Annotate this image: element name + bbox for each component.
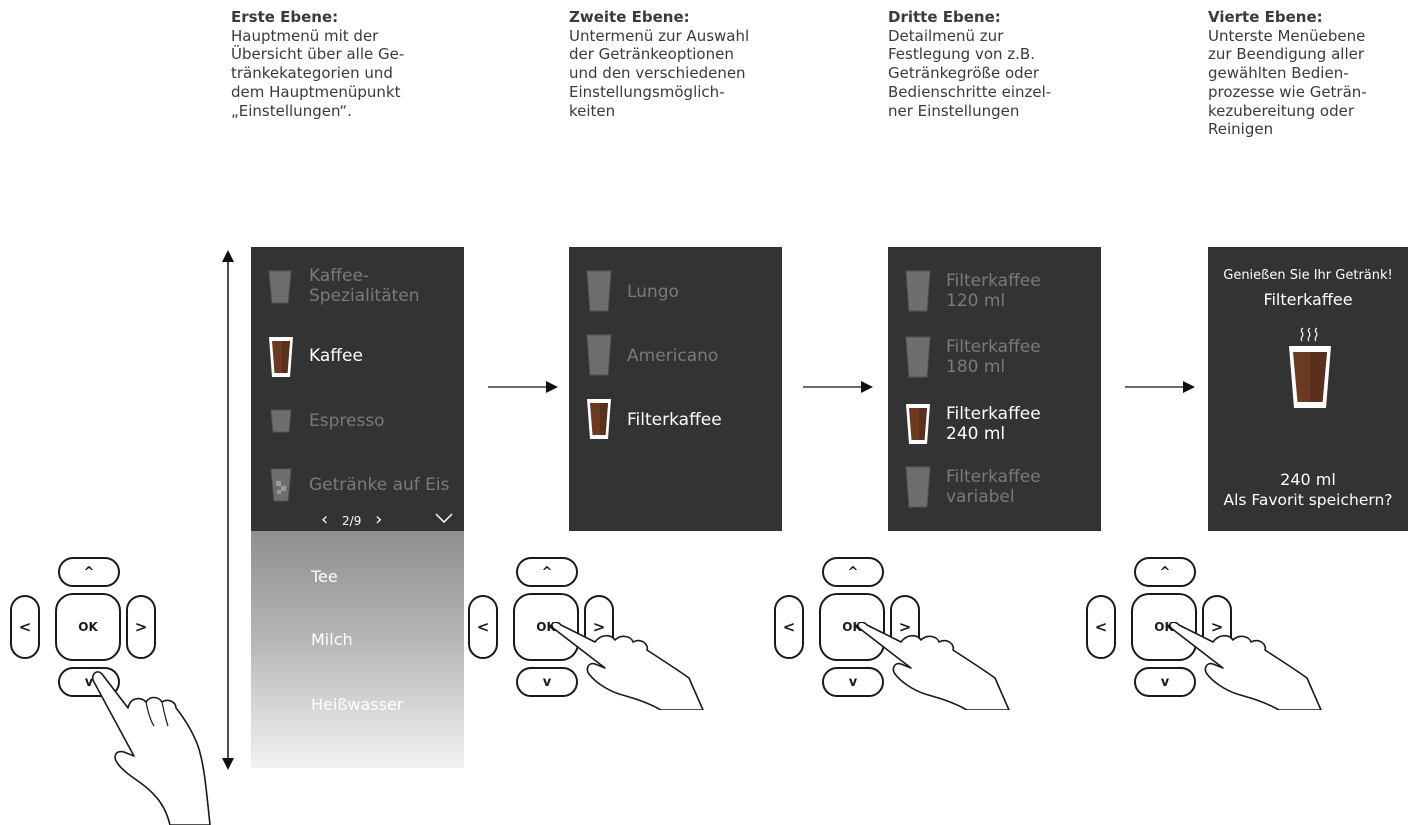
menu-item-label: Filterkaffee — [627, 410, 722, 430]
coffee-cup-icon — [1289, 346, 1331, 408]
drink-name: Filterkaffee — [1263, 290, 1353, 309]
menu-item-label: Espresso — [309, 411, 385, 431]
left-button[interactable]: < — [1086, 595, 1116, 659]
caption-title: Dritte Ebene: — [888, 8, 1001, 26]
keypad-1: ^ < OK > v — [8, 557, 168, 697]
screen-level-4: Genießen Sie Ihr Getränk! Filterkaffee 2… — [1208, 247, 1408, 531]
left-button[interactable]: < — [10, 595, 40, 659]
menu-item-filterkaffee-240[interactable]: Filterkaffee 240 ml — [888, 402, 1101, 452]
iced-drink-icon — [270, 468, 292, 502]
ok-button[interactable]: OK — [1131, 593, 1197, 661]
arrow-right-icon — [488, 381, 558, 393]
up-button[interactable]: ^ — [516, 557, 578, 587]
cup-icon — [905, 336, 931, 378]
volume-text: 240 ml — [1280, 470, 1336, 489]
cup-icon — [270, 409, 292, 433]
favorite-question[interactable]: Als Favorit speichern? — [1223, 491, 1393, 509]
menu-item-filterkaffee[interactable]: Filterkaffee — [569, 397, 782, 447]
caption-title: Zweite Ebene: — [569, 8, 690, 26]
cup-icon — [905, 270, 931, 312]
pager-page: 2/9 — [342, 514, 362, 528]
cup-icon — [905, 466, 931, 508]
menu-item-label: Kaffee — [309, 346, 363, 366]
right-button[interactable]: > — [126, 595, 156, 659]
cup-icon — [586, 270, 612, 312]
down-button[interactable]: v — [516, 667, 578, 697]
menu-item-label: Kaffee- Spezialitäten — [309, 266, 420, 306]
pager-prev-icon[interactable]: ‹ — [321, 509, 329, 530]
ok-button[interactable]: OK — [513, 593, 579, 661]
pointing-hand-icon — [551, 622, 704, 710]
hidden-item: Tee — [311, 567, 338, 586]
pointing-hand-icon — [1169, 622, 1322, 710]
menu-item-kaffee[interactable]: Kaffee — [251, 335, 464, 385]
caption-text: Hauptmenü mit der Übersicht über alle Ge… — [231, 26, 405, 120]
screen-level-3: Filterkaffee 120 ml Filterkaffee 180 ml … — [888, 247, 1101, 531]
coffee-cup-icon — [906, 404, 930, 444]
keypad-2: ^ < OK > v — [466, 557, 626, 697]
menu-item-label: Filterkaffee 180 ml — [946, 337, 1041, 377]
menu-item-label: Getränke auf Eis — [309, 475, 450, 495]
left-button[interactable]: < — [774, 595, 804, 659]
menu-item-filterkaffee-variabel[interactable]: Filterkaffee variabel — [888, 465, 1101, 515]
up-button[interactable]: ^ — [58, 557, 120, 587]
down-button[interactable]: v — [1134, 667, 1196, 697]
coffee-cup-icon — [269, 337, 293, 377]
pointing-hand-icon — [91, 671, 211, 825]
caption-level-3: Dritte Ebene: Detailmenü zur Festlegung … — [888, 8, 1118, 120]
chevron-down-icon[interactable] — [435, 513, 453, 523]
down-button[interactable]: v — [822, 667, 884, 697]
hidden-item: Heißwasser — [311, 695, 404, 714]
caption-level-2: Zweite Ebene: Untermenü zur Auswahl der … — [569, 8, 799, 120]
left-button[interactable]: < — [468, 595, 498, 659]
greeting-text: Genießen Sie Ihr Getränk! — [1223, 268, 1393, 283]
caption-text: Detailmenü zur Festlegung von z.B. Geträ… — [888, 26, 1052, 120]
cup-icon — [268, 270, 292, 304]
up-button[interactable]: ^ — [822, 557, 884, 587]
coffee-cup-icon — [587, 399, 611, 439]
menu-item-americano[interactable]: Americano — [569, 333, 782, 383]
menu-item-label: Lungo — [627, 282, 679, 302]
caption-level-1: Erste Ebene: Hauptmenü mit der Übersicht… — [231, 8, 461, 120]
up-button[interactable]: ^ — [1134, 557, 1196, 587]
screen-level-1: Kaffee- Spezialitäten Kaffee Espresso Ge… — [251, 247, 464, 531]
ok-button[interactable]: OK — [819, 593, 885, 661]
caption-title: Vierte Ebene: — [1208, 8, 1323, 26]
arrow-right-icon — [803, 381, 873, 393]
menu-item-kaffee-spezialitaeten[interactable]: Kaffee- Spezialitäten — [251, 266, 464, 317]
caption-level-4: Vierte Ebene: Unterste Menüebene zur Bee… — [1208, 8, 1423, 139]
keypad-3: ^ < OK > v — [772, 557, 932, 697]
caption-text: Untermenü zur Auswahl der Getränkeoption… — [569, 26, 750, 120]
pager: ‹ 2/9 › — [321, 509, 382, 530]
menu-item-label: Filterkaffee variabel — [946, 467, 1041, 507]
menu-item-label: Americano — [627, 346, 719, 366]
menu-item-label: Filterkaffee 120 ml — [946, 271, 1041, 311]
menu-item-lungo[interactable]: Lungo — [569, 269, 782, 319]
hidden-menu-items: Tee Milch Heißwasser — [251, 531, 464, 768]
pager-next-icon[interactable]: › — [375, 509, 383, 530]
menu-item-filterkaffee-180[interactable]: Filterkaffee 180 ml — [888, 335, 1101, 385]
keypad-4: ^ < OK > v — [1084, 557, 1244, 697]
menu-item-label: Filterkaffee 240 ml — [946, 404, 1041, 444]
caption-title: Erste Ebene: — [231, 8, 339, 26]
menu-item-filterkaffee-120[interactable]: Filterkaffee 120 ml — [888, 269, 1101, 319]
ok-button[interactable]: OK — [55, 593, 121, 661]
caption-text: Unterste Menüebene zur Beendigung aller … — [1208, 26, 1367, 139]
pointing-hand-icon — [857, 622, 1010, 710]
screen-level-2: Lungo Americano Filterkaffee — [569, 247, 782, 531]
menu-item-getraenke-auf-eis[interactable]: Getränke auf Eis — [251, 467, 464, 517]
double-arrow-icon — [222, 250, 234, 770]
menu-item-espresso[interactable]: Espresso — [251, 402, 464, 452]
hidden-item: Milch — [311, 630, 353, 649]
arrow-right-icon — [1125, 381, 1195, 393]
cup-icon — [586, 334, 612, 376]
steam-icon — [1300, 327, 1318, 342]
